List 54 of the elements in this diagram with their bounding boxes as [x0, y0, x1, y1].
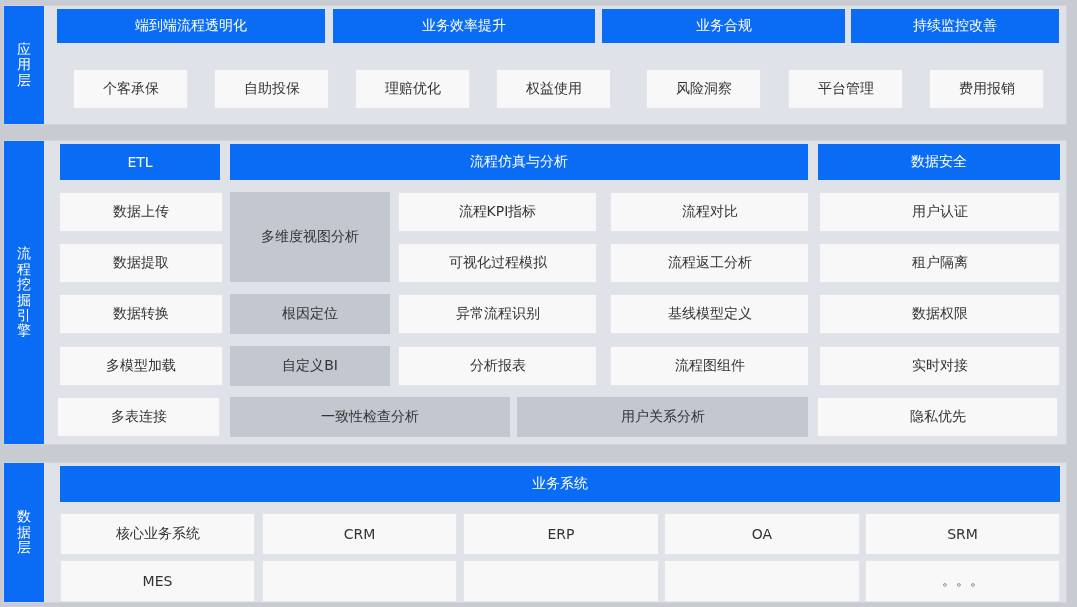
module-box: 数据权限: [819, 294, 1060, 334]
analysis-box: 多维度视图分析: [230, 192, 390, 282]
module-box: 分析报表: [398, 346, 597, 386]
analysis-box: 自定义BI: [230, 346, 390, 386]
module-box: 多表连接: [57, 397, 220, 437]
module-box: 流程KPI指标: [398, 192, 597, 232]
module-box: ERP: [463, 513, 659, 555]
module-box: 费用报销: [929, 69, 1044, 109]
category-header: 持续监控改善: [851, 9, 1059, 43]
module-box: 核心业务系统: [60, 513, 255, 555]
layer-panel: [3, 462, 1067, 603]
empty-box: [664, 560, 860, 602]
module-box: 平台管理: [788, 69, 903, 109]
category-header: 业务合规: [602, 9, 845, 43]
module-box: 个客承保: [73, 69, 188, 109]
category-header: 数据安全: [818, 144, 1060, 180]
module-box: 数据转换: [59, 294, 223, 334]
analysis-box: 一致性检查分析: [230, 397, 510, 437]
module-box: 自助投保: [214, 69, 329, 109]
layer-label: 流程挖掘引擎: [4, 141, 44, 444]
category-header: ETL: [60, 144, 220, 180]
empty-box: [463, 560, 659, 602]
module-box: 基线模型定义: [610, 294, 809, 334]
module-box: 风险洞察: [646, 69, 761, 109]
layer-panel: [3, 140, 1067, 445]
module-box: MES: [60, 560, 255, 602]
module-box: SRM: [865, 513, 1060, 555]
category-header: 端到端流程透明化: [57, 9, 325, 43]
layer-label: 数据层: [4, 463, 44, 602]
category-header: 业务系统: [60, 466, 1060, 502]
analysis-box: 用户关系分析: [517, 397, 808, 437]
module-box: OA: [664, 513, 860, 555]
module-box: 可视化过程模拟: [398, 243, 597, 283]
module-box: 数据上传: [59, 192, 223, 232]
module-box: 隐私优先: [817, 397, 1058, 437]
empty-box: [262, 560, 457, 602]
module-box: 用户认证: [819, 192, 1060, 232]
module-box: 流程对比: [610, 192, 809, 232]
module-box: 。。。: [865, 560, 1060, 602]
module-box: 多模型加载: [59, 346, 223, 386]
module-box: CRM: [262, 513, 457, 555]
module-box: 数据提取: [59, 243, 223, 283]
category-header: 流程仿真与分析: [230, 144, 808, 180]
layer-label: 应用层: [4, 6, 44, 124]
layer-panel: [3, 5, 1067, 125]
module-box: 租户隔离: [819, 243, 1060, 283]
module-box: 实时对接: [819, 346, 1060, 386]
module-box: 流程返工分析: [610, 243, 809, 283]
module-box: 异常流程识别: [398, 294, 597, 334]
module-box: 流程图组件: [610, 346, 809, 386]
analysis-box: 根因定位: [230, 294, 390, 334]
category-header: 业务效率提升: [333, 9, 595, 43]
module-box: 理赔优化: [355, 69, 470, 109]
module-box: 权益使用: [496, 69, 611, 109]
